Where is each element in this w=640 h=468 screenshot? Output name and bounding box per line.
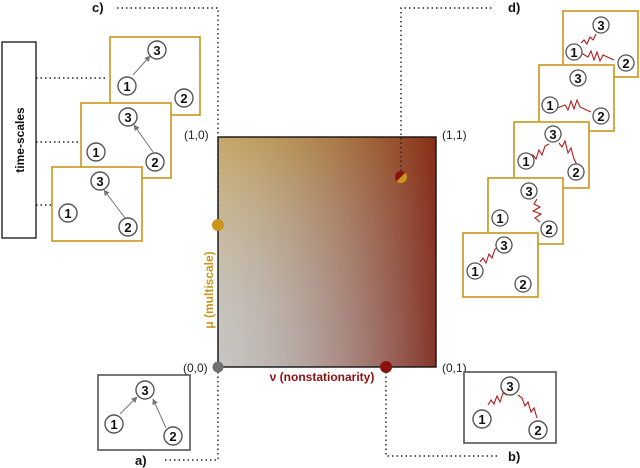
node-3: 3 <box>118 107 138 127</box>
dotted-connectors <box>36 7 498 461</box>
panel-b: 3 1 2 <box>463 371 557 444</box>
svg-text:3: 3 <box>525 184 532 199</box>
node-1: 1 <box>517 152 535 170</box>
panel-label-c: c) <box>92 0 104 15</box>
svg-text:3: 3 <box>500 238 507 253</box>
svg-text:1: 1 <box>110 417 117 432</box>
panel-label-b: b) <box>508 449 520 464</box>
node-1: 1 <box>491 209 509 227</box>
svg-text:3: 3 <box>597 18 604 33</box>
node-3: 3 <box>147 40 167 60</box>
panel-d-card-5: 3 1 2 <box>462 232 539 298</box>
node-1: 1 <box>565 43 583 61</box>
node-2: 2 <box>118 217 138 237</box>
time-scales-label: time-scales <box>13 107 27 173</box>
node-3: 3 <box>592 16 610 34</box>
svg-text:2: 2 <box>180 91 187 106</box>
node-2: 2 <box>163 426 183 446</box>
node-3: 3 <box>544 125 562 143</box>
origin-marker <box>212 361 224 373</box>
x-axis-label: ν (nonstationarity) <box>270 370 375 384</box>
node-1: 1 <box>466 262 484 280</box>
multiscale-marker <box>212 219 224 231</box>
node-3: 3 <box>495 236 513 254</box>
svg-text:1: 1 <box>64 206 71 221</box>
node-2: 2 <box>617 54 635 72</box>
panel-label-d: d) <box>508 0 520 15</box>
node-1: 1 <box>104 414 124 434</box>
svg-text:1: 1 <box>546 98 553 113</box>
panel-label-a: a) <box>135 453 147 468</box>
combined-marker <box>395 171 407 183</box>
svg-text:1: 1 <box>123 79 130 94</box>
node-2: 2 <box>592 107 610 125</box>
panel-c: 3 1 2 3 1 2 3 1 2 <box>51 36 201 242</box>
corner-label-11: (1,1) <box>442 128 467 142</box>
y-axis-label: μ (multiscale) <box>202 251 216 328</box>
panel-d: 3 1 2 3 1 2 3 1 2 3 1 2 <box>462 10 639 298</box>
corner-label-01: (0,1) <box>442 361 467 375</box>
panel-c-card-3: 3 1 2 <box>51 166 143 242</box>
svg-text:2: 2 <box>124 220 131 235</box>
svg-text:3: 3 <box>549 127 556 142</box>
svg-text:3: 3 <box>153 43 160 58</box>
node-2: 2 <box>174 88 194 108</box>
node-1: 1 <box>58 203 78 223</box>
time-scales-box: time-scales <box>1 41 37 239</box>
svg-text:2: 2 <box>545 222 552 237</box>
svg-text:2: 2 <box>519 277 526 292</box>
node-2: 2 <box>145 152 165 172</box>
svg-text:3: 3 <box>124 110 131 125</box>
corner-label-00: (0,0) <box>183 361 208 375</box>
node-3: 3 <box>135 380 155 400</box>
node-2: 2 <box>514 275 532 293</box>
node-1: 1 <box>541 96 559 114</box>
panel-d-card-3: 3 1 2 <box>513 121 590 189</box>
node-2: 2 <box>540 220 558 238</box>
node-1: 1 <box>117 76 137 96</box>
svg-text:1: 1 <box>570 45 577 60</box>
svg-text:2: 2 <box>169 429 176 444</box>
svg-text:3: 3 <box>506 379 513 394</box>
svg-text:1: 1 <box>496 211 503 226</box>
node-3: 3 <box>90 171 110 191</box>
svg-text:3: 3 <box>141 383 148 398</box>
panel-c-card-1: 3 1 2 <box>109 36 201 116</box>
node-2: 2 <box>528 420 548 440</box>
panel-c-card-2: 3 1 2 <box>80 102 172 179</box>
nonstationarity-marker <box>380 361 392 373</box>
node-3: 3 <box>569 69 587 87</box>
node-3: 3 <box>500 376 520 396</box>
svg-text:1: 1 <box>471 264 478 279</box>
svg-text:2: 2 <box>622 56 629 71</box>
svg-text:1: 1 <box>478 412 485 427</box>
svg-text:3: 3 <box>96 174 103 189</box>
node-2: 2 <box>567 163 585 181</box>
svg-text:1: 1 <box>92 145 99 160</box>
panel-d-card-2: 3 1 2 <box>538 64 615 132</box>
panel-a: 3 1 2 <box>97 374 191 451</box>
svg-text:2: 2 <box>572 165 579 180</box>
node-1: 1 <box>472 409 492 429</box>
node-3: 3 <box>520 182 538 200</box>
svg-text:3: 3 <box>574 71 581 86</box>
svg-text:2: 2 <box>597 109 604 124</box>
svg-text:2: 2 <box>534 423 541 438</box>
corner-label-10: (1,0) <box>184 128 209 142</box>
svg-text:2: 2 <box>151 155 158 170</box>
svg-text:1: 1 <box>522 154 529 169</box>
node-1: 1 <box>86 142 106 162</box>
